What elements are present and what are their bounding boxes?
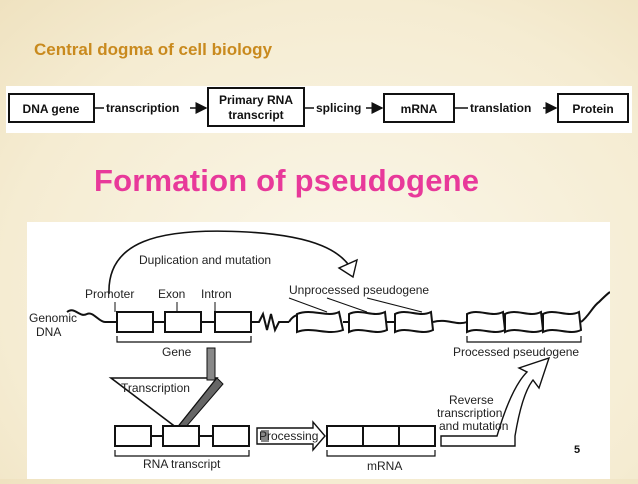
rna-exon-1 [114,425,152,447]
mrna-exon-2 [362,425,400,447]
mrna-exon-1 [326,425,364,447]
mrna-exon-3 [398,425,436,447]
primary-rna-label-line1: Primary RNA [219,93,293,107]
flow-diagram: DNA gene transcription Primary RNA trans… [8,87,629,127]
translation-label: translation [470,101,531,115]
reverse-label-line3: and mutation [439,419,508,433]
reverse-label-line2: transcription [437,406,502,420]
duplication-label: Duplication and mutation [139,253,271,267]
mrna-box [383,93,455,123]
dna-label: DNA [36,325,61,339]
unprocessed-label: Unprocessed pseudogene [289,283,429,297]
unprocessed-block-2 [348,310,389,334]
reverse-transcription-arrow [440,356,551,447]
exon-box-2 [164,311,202,333]
dna-gene-box [8,93,95,123]
page-number: 5 [574,444,581,456]
intron-label: Intron [201,287,232,301]
processed-label: Processed pseudogene [453,345,579,359]
mrna-label: mRNA [401,102,438,116]
central-dogma-flow: DNA gene transcription Primary RNA trans… [6,86,632,133]
rna-exon-3 [212,425,250,447]
processing-label: Processing [259,429,318,443]
unprocessed-block-1 [296,310,345,334]
pseudogene-svg: Duplication and mutation Promoter Exon I… [29,230,611,473]
exon-box-3 [214,311,252,333]
genomic-label: Genomic [29,311,77,325]
exon-box-1 [116,311,154,333]
protein-box [557,93,629,123]
dna-squiggle [251,311,289,333]
promoter-label: Promoter [85,287,134,301]
processing-arrow [256,420,326,452]
processed-block-1 [466,310,507,334]
splicing-label: splicing [316,101,361,115]
dna-strand-right [580,291,611,323]
transcription-label: transcription [106,101,179,115]
mrna-label: mRNA [367,459,402,473]
gene-bracket [116,336,252,343]
rna-transcript-label: RNA transcript [143,457,221,471]
gene-label: Gene [162,345,192,359]
duplication-arrow [108,230,353,295]
transcription-label: Transcription [121,381,190,395]
reverse-label-line1: Reverse [449,393,494,407]
rna-exon-2 [162,425,200,447]
main-title: Formation of pseudogene [94,163,480,198]
protein-label: Protein [572,102,613,116]
dna-gene-label: DNA gene [23,102,80,116]
exon-label: Exon [158,287,185,301]
processed-bracket [466,336,582,343]
slide-heading: Central dogma of cell biology [34,40,273,59]
unprocessed-block-3 [394,310,435,334]
primary-rna-box [207,87,305,127]
dna-strand-left [66,309,111,323]
processed-block-2 [504,310,545,334]
pseudogene-diagram: Duplication and mutation Promoter Exon I… [27,222,611,479]
processed-block-3 [542,310,583,334]
primary-rna-label-line2: transcript [228,108,283,122]
